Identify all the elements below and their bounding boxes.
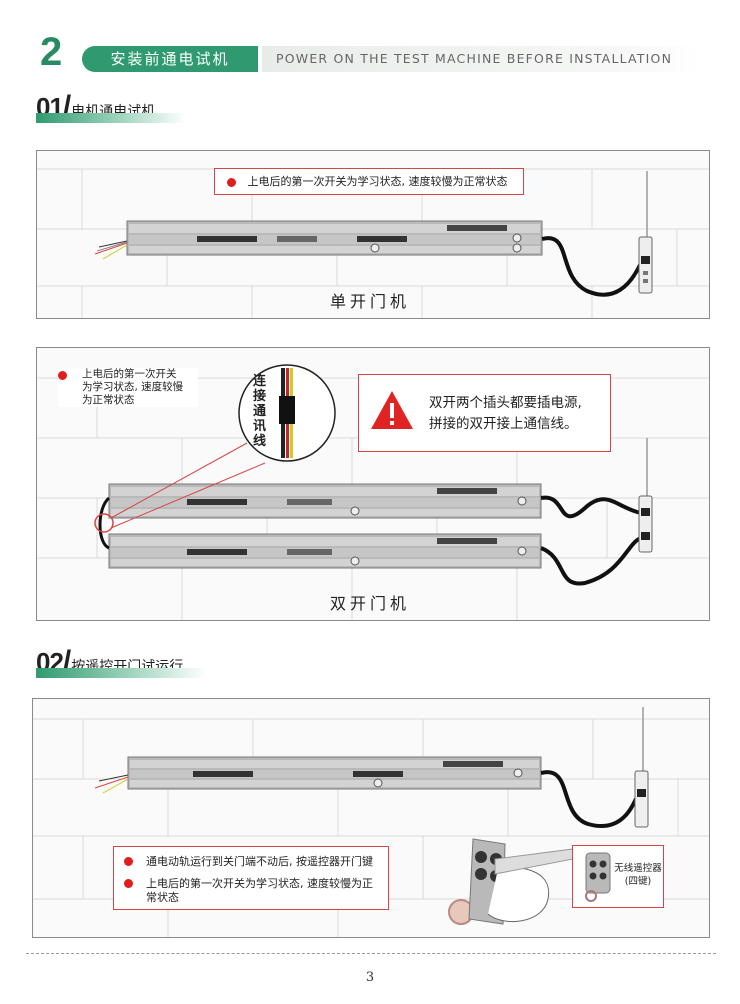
single-door-note-text: 上电后的第一次开关为学习状态, 速度较慢为正常状态 — [247, 175, 508, 188]
remote-note-text: 通电动轨运行到关门端不动后, 按遥控器开门键 — [146, 855, 373, 868]
bullet-dot-icon — [58, 371, 67, 380]
warning-line: 双开两个插头都要插电源, — [429, 395, 582, 411]
remote-illustration — [33, 707, 709, 937]
power-plug-icon — [638, 171, 653, 294]
remote-note-item: 通电动轨运行到关门端不动后, 按遥控器开门键 — [124, 855, 388, 869]
page-number: 3 — [365, 970, 375, 985]
door-track — [127, 756, 542, 790]
power-plug-icon — [638, 438, 653, 553]
wire-bundle — [94, 774, 129, 794]
step-underline — [36, 113, 186, 123]
warning-box: 双开两个插头都要插电源, 拼接的双开接上通信线。 — [358, 374, 611, 452]
double-door-illustration — [37, 364, 709, 620]
section-number: 2 — [40, 30, 63, 74]
single-door-note: 上电后的第一次开关为学习状态, 速度较慢为正常状态 — [214, 168, 524, 195]
bullet-dot-icon — [124, 857, 133, 866]
door-track-top — [108, 483, 542, 519]
power-cable — [540, 770, 639, 828]
warning-text: 双开两个插头都要插电源, 拼接的双开接上通信线。 — [429, 393, 582, 435]
step-slash: / — [62, 90, 72, 123]
bullet-dot-icon — [124, 879, 133, 888]
single-door-illustration — [37, 168, 709, 318]
footer-divider — [26, 953, 716, 954]
warning-line: 拼接的双开接上通信线。 — [429, 416, 578, 432]
remote-label-box: 无线遥控器 (四键) — [572, 845, 664, 908]
step-underline — [36, 668, 206, 678]
connector-label: 连接通讯线 — [253, 374, 267, 449]
step-slash: / — [62, 645, 72, 678]
section-title-en: POWER ON THE TEST MACHINE BEFORE INSTALL… — [262, 46, 702, 72]
remote-note-text: 上电后的第一次开关为学习状态, 速度较慢为正常状态 — [146, 877, 373, 904]
bullet-dot-icon — [227, 177, 236, 187]
double-door-note-line: 为正常状态 — [82, 394, 135, 406]
connector-highlight — [94, 513, 114, 533]
remote-notes: 通电动轨运行到关门端不动后, 按遥控器开门键 上电后的第一次开关为学习状态, 速… — [113, 846, 389, 910]
signal-beam — [494, 848, 574, 875]
power-plug-icon — [634, 707, 649, 828]
hand-remote-icon — [448, 838, 550, 925]
warning-triangle-icon — [371, 391, 413, 429]
single-door-caption: 单开门机 — [329, 292, 410, 311]
door-track — [126, 220, 543, 256]
double-door-note-line: 上电后的第一次开关 — [82, 368, 177, 380]
callout-line — [110, 462, 266, 529]
remote-control-icon — [585, 852, 611, 902]
door-track-bottom — [108, 533, 542, 569]
section-title: 安装前通电试机 — [82, 46, 258, 72]
double-door-note-line: 为学习状态, 速度较慢 — [82, 381, 184, 393]
power-cable — [540, 495, 642, 519]
wire-bundle — [94, 240, 128, 260]
double-door-caption: 双开门机 — [329, 594, 410, 613]
remote-label-line: 无线遥控器 — [614, 863, 662, 874]
connector-plug — [279, 368, 295, 458]
callout-line — [110, 442, 248, 519]
remote-label-line: (四键) — [624, 876, 652, 887]
remote-label: 无线遥控器 (四键) — [613, 862, 663, 888]
remote-note-item: 上电后的第一次开关为学习状态, 速度较慢为正常状态 — [124, 877, 388, 905]
power-cable — [540, 536, 642, 586]
communication-cable — [98, 496, 111, 550]
power-cable — [541, 236, 643, 297]
double-door-note: 上电后的第一次开关 为学习状态, 速度较慢 为正常状态 — [58, 368, 198, 407]
